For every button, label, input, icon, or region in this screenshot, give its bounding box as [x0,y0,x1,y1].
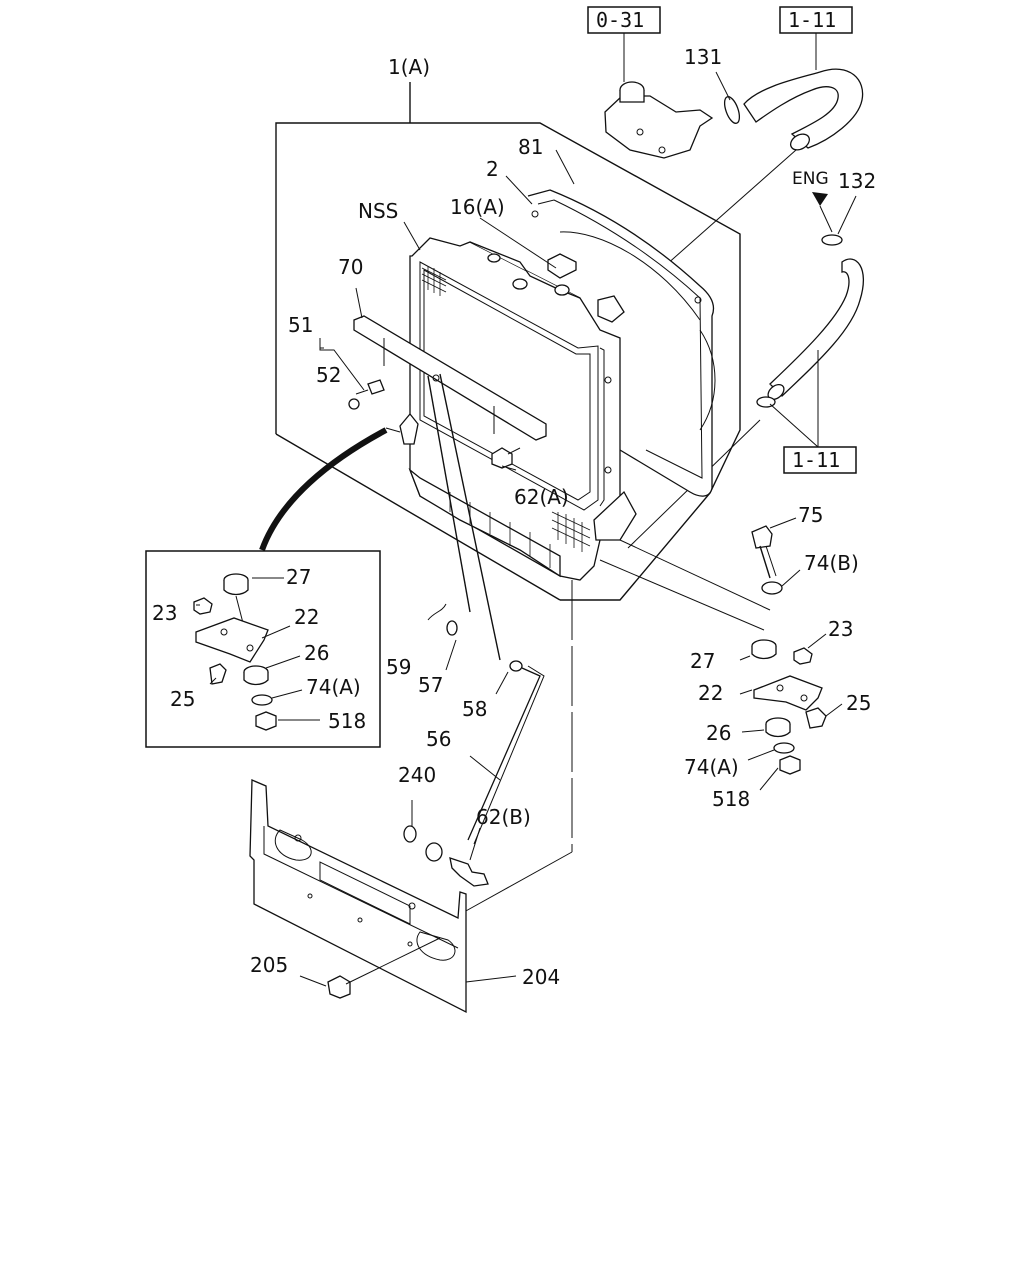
lower-panel-204 [249,779,467,1014]
label-518-inset: 518 [328,709,366,733]
label-25-right: 25 [846,691,871,715]
stay-rod [427,373,545,845]
label-57: 57 [418,673,443,697]
label-74A-inset: 74(A) [306,675,361,699]
arrow-icon [812,192,828,206]
label-22-right: 22 [698,681,723,705]
bolt-205 [299,937,517,999]
label-70: 70 [338,255,363,279]
part-labels: 1(A) 131 81 2 16(A) NSS ENG 132 70 51 52… [152,45,876,989]
label-518-right: 518 [712,787,750,811]
label-58: 58 [462,697,487,721]
label-leaders [196,149,843,861]
assembly-outline-1A [275,82,741,601]
hose-clamp-131 [715,71,741,124]
label-NSS: NSS [358,199,398,223]
label-27-right: 27 [690,649,715,673]
label-22-inset: 22 [294,605,319,629]
label-131: 131 [684,45,722,69]
label-205: 205 [250,953,288,977]
label-25-inset: 25 [170,687,195,711]
label-132: 132 [838,169,876,193]
label-74A-right: 74(A) [684,755,739,779]
label-23-inset: 23 [152,601,177,625]
label-27-inset: 27 [286,565,311,589]
label-23-right: 23 [828,617,853,641]
reference-label: 1-11 [792,448,840,472]
label-59: 59 [386,655,411,679]
label-26-right: 26 [706,721,731,745]
right-mount-parts [599,517,827,775]
label-56: 56 [426,727,451,751]
label-1A: 1(A) [388,55,430,79]
label-74B: 74(B) [804,551,859,575]
support-bar-70 [353,287,547,441]
label-52: 52 [316,363,341,387]
mount-detail-inset [145,550,381,748]
label-16A: 16(A) [450,195,505,219]
label-62B: 62(B) [476,805,531,829]
label-26-inset: 26 [304,641,329,665]
leader-line [463,851,573,913]
thermostat-housing [604,33,714,159]
radiator-cap [547,253,577,279]
reference-label: 1-11 [788,8,836,32]
label-62A: 62(A) [514,485,569,509]
label-204: 204 [522,965,560,989]
label-81: 81 [518,135,543,159]
inset-leader [259,412,419,552]
reference-box-0-31[interactable]: 0-31 [587,6,661,34]
reference-box-1-11-top[interactable]: 1-11 [779,6,853,34]
bolt-52 [319,338,385,410]
reference-label: 0-31 [596,8,644,32]
label-240: 240 [398,763,436,787]
label-75: 75 [798,503,823,527]
bolt-62A [491,447,521,471]
reference-box-1-11-side[interactable]: 1-11 [783,446,857,474]
label-ENG: ENG [792,169,829,189]
label-51: 51 [288,313,313,337]
lower-bracket-parts [403,825,489,887]
label-2: 2 [486,157,499,181]
